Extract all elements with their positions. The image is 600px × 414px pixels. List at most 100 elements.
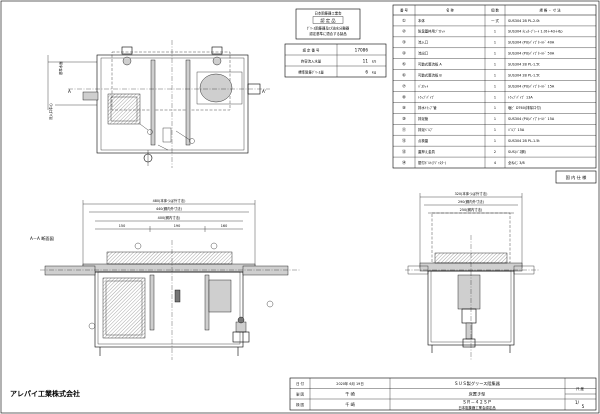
rating-value: 6	[365, 70, 368, 75]
part-name: 点検蓋	[418, 138, 429, 143]
rating-value: 17086	[355, 48, 369, 53]
part-quantity: 1	[494, 84, 496, 88]
part-name: 排水ﾄﾗｯﾌﾟ管	[418, 105, 437, 110]
dim-front-total: 480(本体つば外寸法)	[153, 198, 187, 203]
part-quantity: 1	[494, 52, 496, 56]
part-name: 蓋押え金具	[418, 149, 436, 154]
part-number: ⑬	[402, 148, 407, 155]
part-spec: 塩ﾋﾞ DT60(排除口付)	[508, 105, 542, 110]
plan-balloons	[139, 123, 195, 151]
domestic-spec: 国 内 仕 様	[566, 174, 588, 181]
rating-unit: ℓ/s	[372, 60, 377, 64]
part-number: ⑤	[402, 61, 406, 66]
part-name: 排泥ﾊﾞﾙﾌﾞ	[418, 127, 433, 132]
part-quantity: 1	[494, 30, 496, 34]
scale-value: 1/	[575, 400, 580, 405]
parts-header-name: 名 称	[446, 8, 454, 13]
rating-label: 認 定 番 号	[303, 48, 320, 53]
stamp-org: 日本阻集器工業会	[314, 11, 342, 16]
side-view	[405, 193, 540, 360]
part-spec: SUS304 (PU)ﾊﾟｲﾌﾟﾎｰﾙﾄﾞ 40A	[508, 40, 555, 45]
part-quantity: 1	[494, 41, 496, 45]
dim-side-total: 320(本体つば外寸法)	[455, 191, 489, 196]
stamp-line-2: 認定基準に適合する製品	[309, 31, 347, 36]
part-quantity: 4	[494, 161, 496, 165]
part-name: 可動式整流板 A	[418, 61, 442, 66]
part-number: ①	[402, 18, 406, 23]
part-spec: SUS(ﾊﾞﾈ鋼)	[508, 149, 527, 154]
checked-label: 検 図	[296, 402, 304, 407]
checked-by: 千 崎	[345, 401, 356, 408]
date-label: 日 付	[296, 381, 304, 386]
certification-stamp	[295, 8, 361, 40]
drawn-by: 千 崎	[345, 391, 356, 398]
part-name: ﾊﾞｽｹｯﾄ	[418, 83, 428, 88]
part-spec: SUS304 2B PL-1.5t	[508, 62, 540, 66]
part-name: 可動式整流板 B	[418, 72, 442, 77]
model-number: ＳＲ－４２ＳＰ	[462, 400, 491, 405]
part-number: ②	[402, 29, 406, 34]
part-quantity: 2	[494, 150, 496, 154]
section-mark-a: A	[68, 89, 71, 94]
part-spec: 全ねじ 3/8	[508, 160, 525, 165]
part-name: ﾄﾗｯﾌﾟﾊﾟｲﾌﾟ	[418, 94, 435, 99]
part-number: ③	[402, 40, 406, 45]
part-spec: SUS304 2B PL-1.5t	[508, 73, 540, 77]
inlet-center-note: 流入口中心	[48, 102, 53, 120]
company-name: アレパイ工業株式会社	[10, 389, 80, 398]
rating-value: 11	[363, 59, 369, 64]
part-spec: SUS304 2B PL-1.5t	[508, 139, 540, 143]
part-spec: ﾄﾗｯﾌﾟﾊﾟｲﾌﾟ 13A	[508, 94, 533, 99]
part-quantity: 1	[494, 62, 496, 66]
parts-header-no: 番 号	[400, 8, 408, 13]
part-name: 排泥管	[418, 116, 429, 121]
dim-side-body: 250(鋼内寸法)	[460, 207, 483, 212]
part-quantity: 1	[494, 117, 496, 121]
part-number: ⑥	[402, 72, 406, 77]
section-view-label: A－A 断面図	[30, 235, 54, 242]
stamp-title: 認 定 品	[320, 17, 335, 24]
part-spec: SUS304 (PU)ﾊﾟｲﾌﾟﾎｰﾙﾄﾞ 15A	[508, 116, 555, 121]
title-block	[289, 377, 597, 411]
part-number: ④	[402, 51, 406, 56]
scale-denominator: 5	[582, 404, 585, 409]
parts-header-spec: 規 格 ・ 寸 法	[539, 8, 561, 13]
part-spec: SUS304 (PU)ﾊﾟｲﾌﾟﾎｰﾙﾄﾞ 15A	[508, 83, 555, 88]
part-name: 流入口	[418, 40, 428, 45]
dim-front-inner: 440(鋼内外寸法)	[156, 206, 183, 211]
part-quantity: 1	[494, 139, 496, 143]
scale-label: 尺 度	[576, 386, 584, 391]
rating-label: 標準阻集ｸﾞﾘｰｽ量	[298, 70, 324, 75]
front-section-view	[40, 200, 300, 360]
dim-seg-a: 150	[119, 224, 125, 228]
drawing-date: 2020年 6月 19日	[336, 381, 363, 386]
part-name: 防臭蓋枠用ﾌﾞﾗｹｯﾄ	[418, 29, 445, 34]
stamp-line-1: ｸﾞﾘｰｽ阻集器及び油水分離器	[307, 26, 350, 31]
dim-seg-c: 160	[221, 224, 227, 228]
part-number: ⑭	[402, 159, 407, 166]
rating-label: 許容流入水量	[301, 59, 322, 64]
part-quantity: 1	[494, 106, 496, 110]
part-spec: ﾊﾞﾙﾌﾞ 15A	[508, 128, 525, 132]
part-number: ⑦	[402, 83, 406, 88]
part-quantity: 1	[494, 95, 496, 99]
part-name: 据付ﾎﾞﾙﾄ(ｱｼﾞｬｽﾀｰ)	[418, 160, 447, 165]
parts-header-qty: 個 数	[491, 8, 499, 13]
part-number: ⑨	[402, 105, 406, 110]
dim-front-body: 400(鋼内寸法)	[158, 215, 181, 220]
rating-unit: kg	[372, 71, 376, 75]
drawn-label: 製 図	[296, 392, 304, 397]
part-name: 流出口	[418, 51, 428, 56]
parts-table	[392, 4, 597, 169]
part-spec: SUS304 ﾁｪｯｶｰﾌﾟﾚｰﾄ 1.0t＋4d＋6p	[508, 29, 563, 34]
part-quantity: 1	[494, 128, 496, 132]
dim-side-inner: 290(鋼内外寸法)	[458, 199, 485, 204]
dim-seg-b: 190	[174, 224, 180, 228]
part-number: ⑧	[402, 94, 406, 99]
part-quantity: 1	[494, 73, 496, 77]
part-spec: SUS304 (PU)ﾊﾟｲﾌﾟﾎｰﾙﾄﾞ 50A	[508, 51, 555, 56]
plan-view	[47, 40, 270, 168]
